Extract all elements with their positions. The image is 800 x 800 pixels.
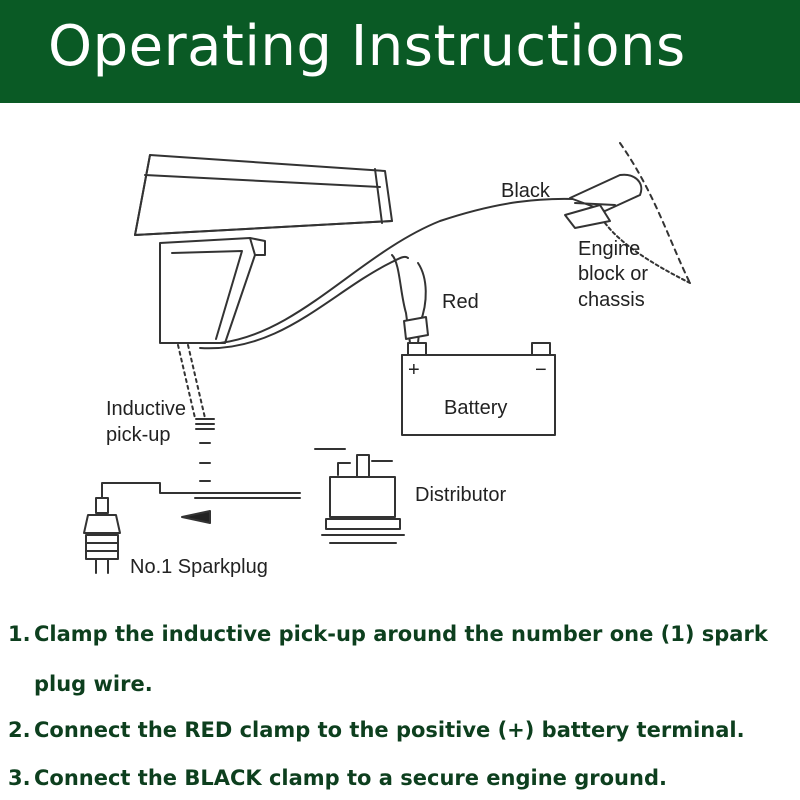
label-red: Red bbox=[442, 291, 479, 313]
page-title: Operating Instructions bbox=[48, 14, 686, 79]
inductive-pickup-illustration bbox=[195, 418, 215, 482]
label-sparkplug: No.1 Sparkplug bbox=[130, 556, 268, 578]
black-cable bbox=[219, 197, 576, 344]
instruction-step-1-continued: plug wire. bbox=[34, 672, 153, 696]
step-text: Clamp the inductive pick-up around the n… bbox=[34, 622, 768, 646]
label-battery-plus: + bbox=[408, 359, 420, 381]
label-inductive-line1: Inductive bbox=[106, 398, 186, 420]
timing-light-illustration bbox=[134, 154, 393, 344]
label-black: Black bbox=[501, 180, 551, 202]
step-text: Connect the BLACK clamp to a secure engi… bbox=[34, 766, 667, 790]
red-clamp-illustration bbox=[391, 254, 429, 344]
instruction-step-1: 1.Clamp the inductive pick-up around the… bbox=[8, 622, 768, 646]
label-distributor: Distributor bbox=[415, 484, 506, 506]
label-inductive-line2: pick-up bbox=[106, 424, 170, 446]
red-cable bbox=[199, 255, 409, 350]
label-engine-line2: block or bbox=[578, 263, 648, 285]
label-engine-line1: Engine bbox=[578, 238, 640, 260]
label-battery-minus: − bbox=[535, 359, 547, 381]
step-text: Connect the RED clamp to the positive (+… bbox=[34, 718, 745, 742]
battery-illustration bbox=[401, 342, 556, 436]
step-number: 2. bbox=[8, 718, 31, 742]
instruction-step-2: 2.Connect the RED clamp to the positive … bbox=[8, 718, 745, 742]
step-number: 1. bbox=[8, 622, 31, 646]
step-number: 3. bbox=[8, 766, 31, 790]
wiring-diagram: Black Engine block or chassis Red + − Ba… bbox=[83, 142, 691, 578]
distributor-illustration bbox=[314, 448, 405, 544]
instruction-step-3: 3.Connect the BLACK clamp to a secure en… bbox=[8, 766, 667, 790]
spark-plug-illustration bbox=[83, 482, 301, 574]
black-clamp-illustration bbox=[564, 142, 691, 284]
header-banner: Operating Instructions bbox=[0, 0, 800, 103]
label-engine-line3: chassis bbox=[578, 289, 645, 311]
label-battery: Battery bbox=[444, 397, 507, 419]
